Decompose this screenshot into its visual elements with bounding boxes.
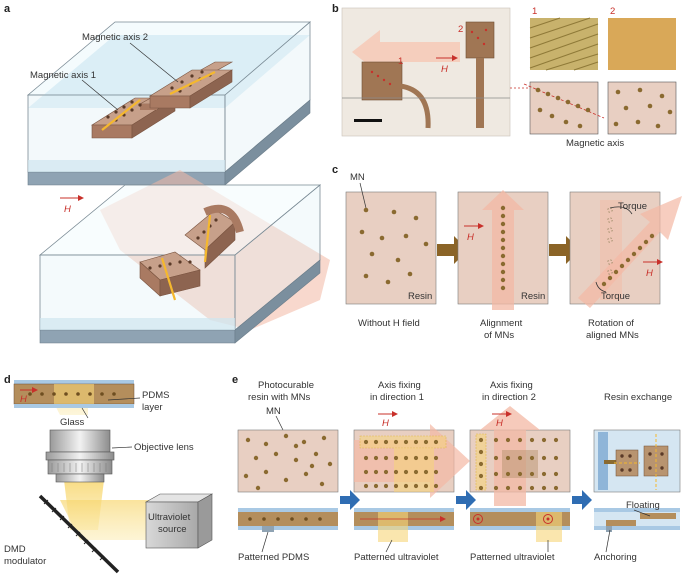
panel-label-b: b: [332, 3, 339, 15]
glass-bottom: [14, 404, 134, 408]
sample-2-stem: [476, 58, 484, 128]
panel-label-c: c: [332, 164, 338, 176]
e-field-label-1: H: [382, 418, 389, 429]
e-step-arrow-3: [572, 490, 592, 510]
floating-label: Floating: [626, 500, 660, 511]
torque-label-bottom: Torque: [601, 291, 630, 302]
magnetic-axis-caption: Magnetic axis: [566, 138, 624, 149]
mn-dots-scattered: [359, 207, 429, 285]
uv-source-box: [144, 493, 214, 549]
sample-2: [465, 21, 495, 59]
field-arrow-b: H: [436, 55, 458, 75]
inset-1-label: 1: [532, 6, 537, 17]
sample-2-label: 2: [458, 24, 463, 35]
e-header-1a: Photocurable: [258, 380, 314, 391]
inset-1-photo: [529, 17, 599, 71]
e-field-arrow-2: H: [492, 411, 512, 429]
glass-label: Glass: [60, 417, 85, 428]
caption-c-2a: Alignment: [480, 318, 523, 329]
e-header-3b: in direction 2: [482, 392, 536, 403]
field-label-c-1: H: [467, 232, 474, 243]
panel-label-a: a: [4, 3, 11, 15]
magnetic-axis-2-label: Magnetic axis 2: [82, 32, 148, 43]
e-bottom-label-1: Patterned PDMS: [238, 552, 309, 563]
scale-bar: [354, 119, 382, 122]
caption-c-1: Without H field: [358, 318, 420, 329]
axis-2-leader: [129, 42, 179, 83]
e-header-1b: resin with MNs: [248, 392, 311, 403]
uv-source-label-2: source: [158, 524, 187, 535]
field-label-a: H: [64, 204, 71, 215]
dmd-label-2: modulator: [4, 556, 46, 567]
caption-c-2b: of MNs: [484, 330, 514, 341]
objective-lens: [45, 429, 115, 483]
panel-a: a: [4, 3, 330, 344]
anchoring-label: Anchoring: [594, 552, 637, 563]
pdms-label-2: layer: [142, 402, 163, 413]
field-arrow-d: H: [20, 387, 38, 405]
uv-source-label-1: Ultraviolet: [148, 512, 191, 523]
field-label-d: H: [20, 394, 27, 405]
e-bottom-label-3: Patterned ultraviolet: [470, 552, 555, 563]
caption-c-3a: Rotation of: [588, 318, 634, 329]
dmd-label-1: DMD: [4, 544, 26, 555]
e-header-2a: Axis fixing: [378, 380, 421, 391]
mn-dots-aligned: [500, 205, 506, 291]
resin-label-2: Resin: [521, 291, 545, 302]
field-label-c-2: H: [646, 268, 653, 279]
e-section-1: [238, 508, 338, 532]
e-resin-box-1: [237, 429, 339, 493]
e-section-4: [594, 508, 680, 532]
dmd-modulator: [38, 494, 120, 574]
e-mn-scattered: [243, 433, 333, 491]
panel-label-e: e: [232, 374, 238, 386]
mn-label-c: MN: [350, 172, 365, 183]
caption-c-3b: aligned MNs: [586, 330, 639, 341]
panel-d: d H PDMS layer Glass: [4, 374, 214, 574]
e-step-arrow-1: [340, 490, 360, 510]
e-bottom-label-2: Patterned ultraviolet: [354, 552, 439, 563]
inset-2-photo: [608, 18, 676, 70]
field-arrow-c-rotated: [578, 196, 682, 308]
mn-dots-rotating: [601, 233, 655, 287]
e-section-2: [354, 508, 454, 542]
e-section-3: [470, 508, 570, 542]
e-header-3a: Axis fixing: [490, 380, 533, 391]
field-arrow-a: H: [60, 195, 84, 215]
panel-label-d: d: [4, 374, 11, 386]
glass-top: [14, 380, 134, 384]
objective-lens-label: Objective lens: [134, 442, 194, 453]
pdms-label-1: PDMS: [142, 390, 169, 401]
panel-b: b 1 2 H 1 2: [332, 3, 677, 149]
magnet-body-bottom: [139, 204, 244, 301]
sample-1: [361, 61, 403, 101]
inset-2-label: 2: [610, 6, 615, 17]
axis-1-leader: [81, 79, 119, 111]
e-header-2b: in direction 1: [370, 392, 424, 403]
resin-label-1: Resin: [408, 291, 432, 302]
field-arrow-c-1: H: [464, 223, 484, 243]
field-arrow-c-2: H: [643, 259, 663, 279]
e-field-label-2: H: [496, 418, 503, 429]
e-header-4: Resin exchange: [604, 392, 672, 403]
sample-1-label: 1: [398, 56, 403, 67]
panel-c: c MN Resin H Resin: [332, 164, 682, 341]
field-label-b: H: [441, 64, 448, 75]
torque-label-top: Torque: [618, 201, 647, 212]
inset-2-schematic: [607, 81, 677, 135]
magnetic-axis-1-label: Magnetic axis 1: [30, 70, 96, 81]
magnet-body-top: [90, 61, 234, 139]
inset-1-schematic: [523, 81, 605, 135]
container-bottom: [38, 184, 322, 344]
resin-box-1: [345, 191, 437, 305]
mn-label-e: MN: [266, 406, 281, 417]
sample-1-tail: [399, 83, 431, 129]
e-step-arrow-2: [456, 490, 476, 510]
e-field-arrow-1: H: [378, 411, 398, 429]
panel-e: e Photocurable resin with MNs MN Axis fi…: [232, 374, 681, 563]
